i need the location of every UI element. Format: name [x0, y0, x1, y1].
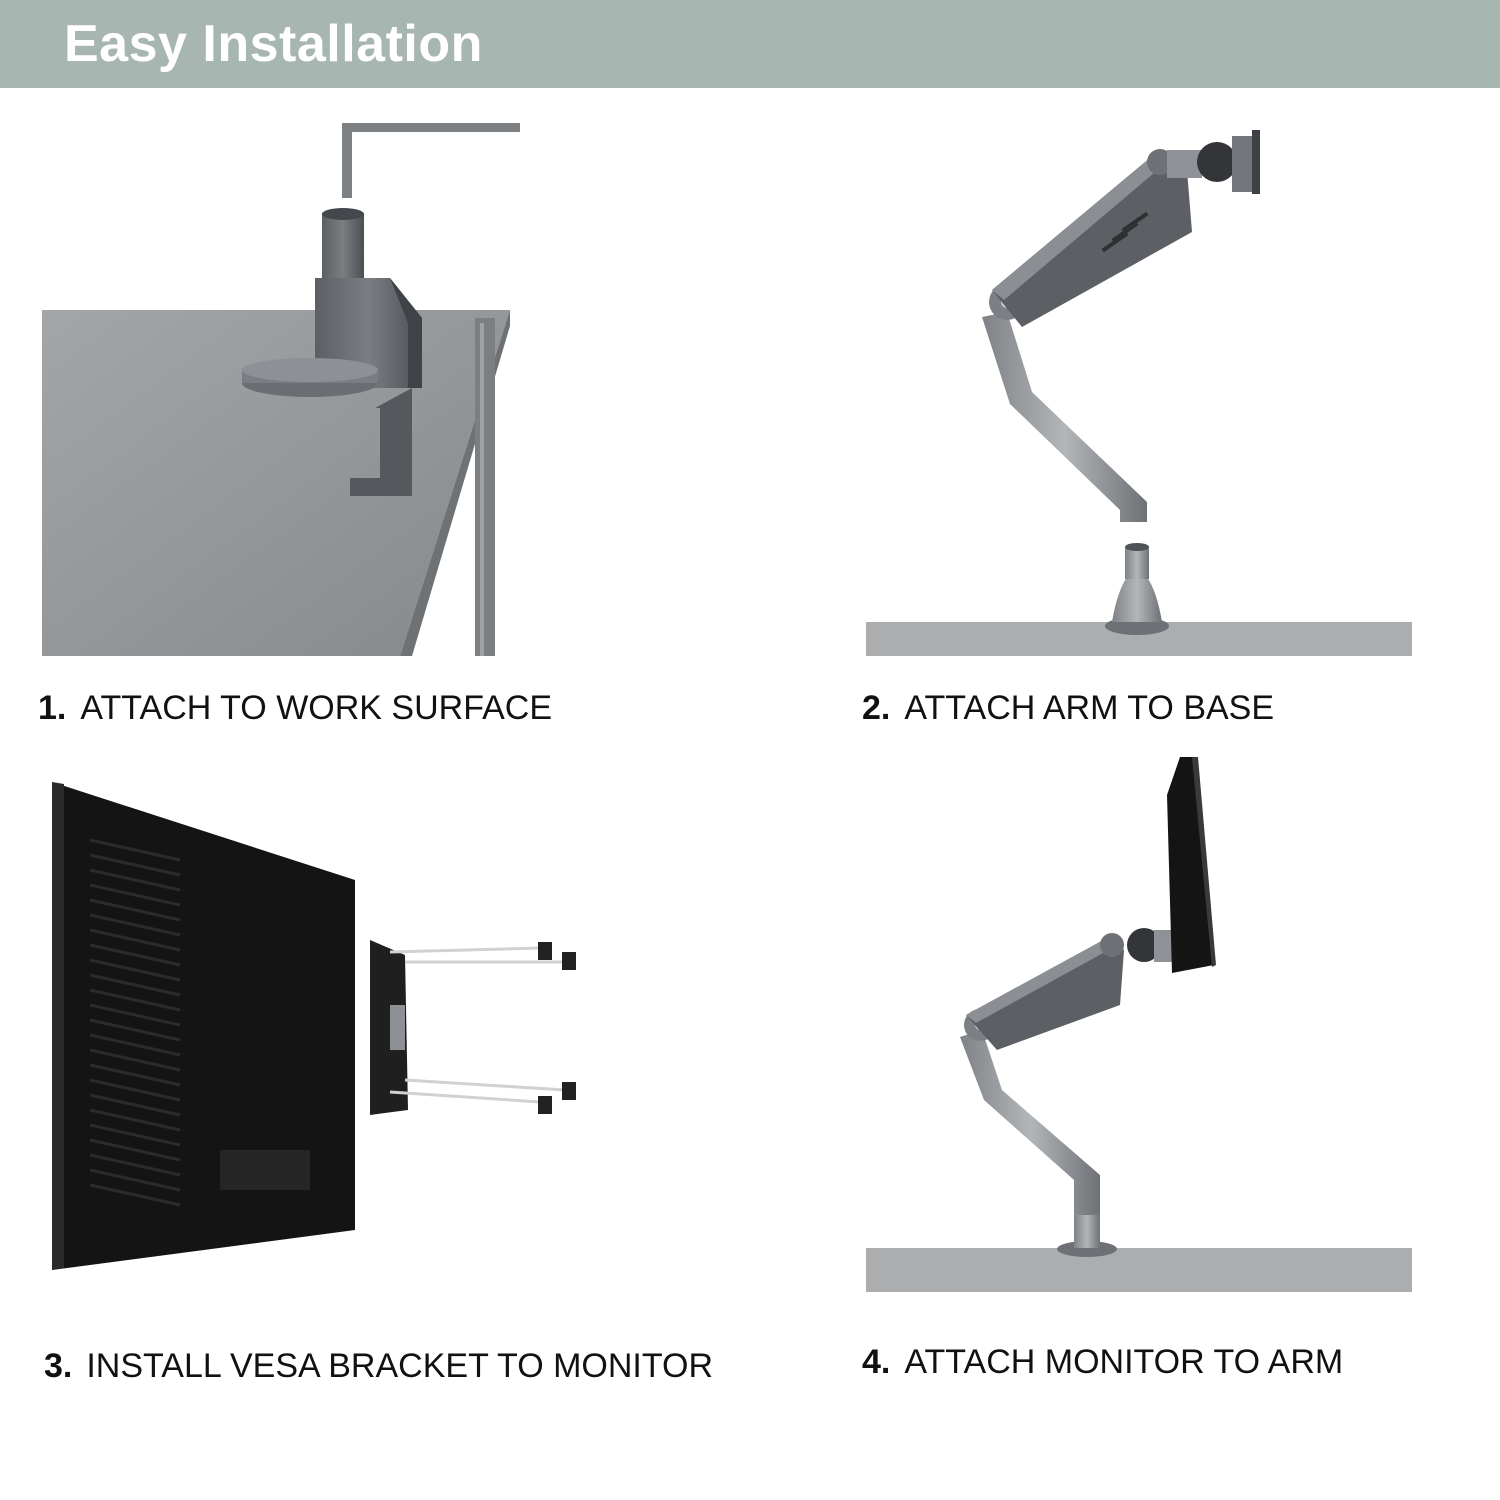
clamp-on-desk-illustration — [42, 123, 520, 656]
step-number: 2. — [862, 689, 891, 727]
step-1-caption: 1. ATTACH TO WORK SURFACE — [38, 688, 552, 728]
monitor-on-arm-illustration — [866, 757, 1412, 1292]
step-number: 1. — [38, 689, 67, 727]
step-3-caption: 3. INSTALL VESA BRACKET TO MONITOR — [44, 1346, 713, 1386]
step-4-caption: 4. ATTACH MONITOR TO ARM — [862, 1342, 1343, 1382]
step-number: 4. — [862, 1343, 891, 1381]
step-label: INSTALL VESA BRACKET TO MONITOR — [86, 1347, 714, 1385]
step-number: 3. — [44, 1347, 73, 1385]
step-label: ATTACH ARM TO BASE — [904, 689, 1275, 727]
header-banner: Easy Installation — [0, 0, 1500, 88]
step-2-caption: 2. ATTACH ARM TO BASE — [862, 688, 1274, 728]
step-label: ATTACH TO WORK SURFACE — [80, 689, 552, 727]
step-label: ATTACH MONITOR TO ARM — [904, 1343, 1344, 1381]
monitor-vesa-bracket-illustration — [52, 782, 576, 1270]
page-title: Easy Installation — [64, 15, 483, 73]
arm-and-base-illustration — [866, 130, 1412, 656]
